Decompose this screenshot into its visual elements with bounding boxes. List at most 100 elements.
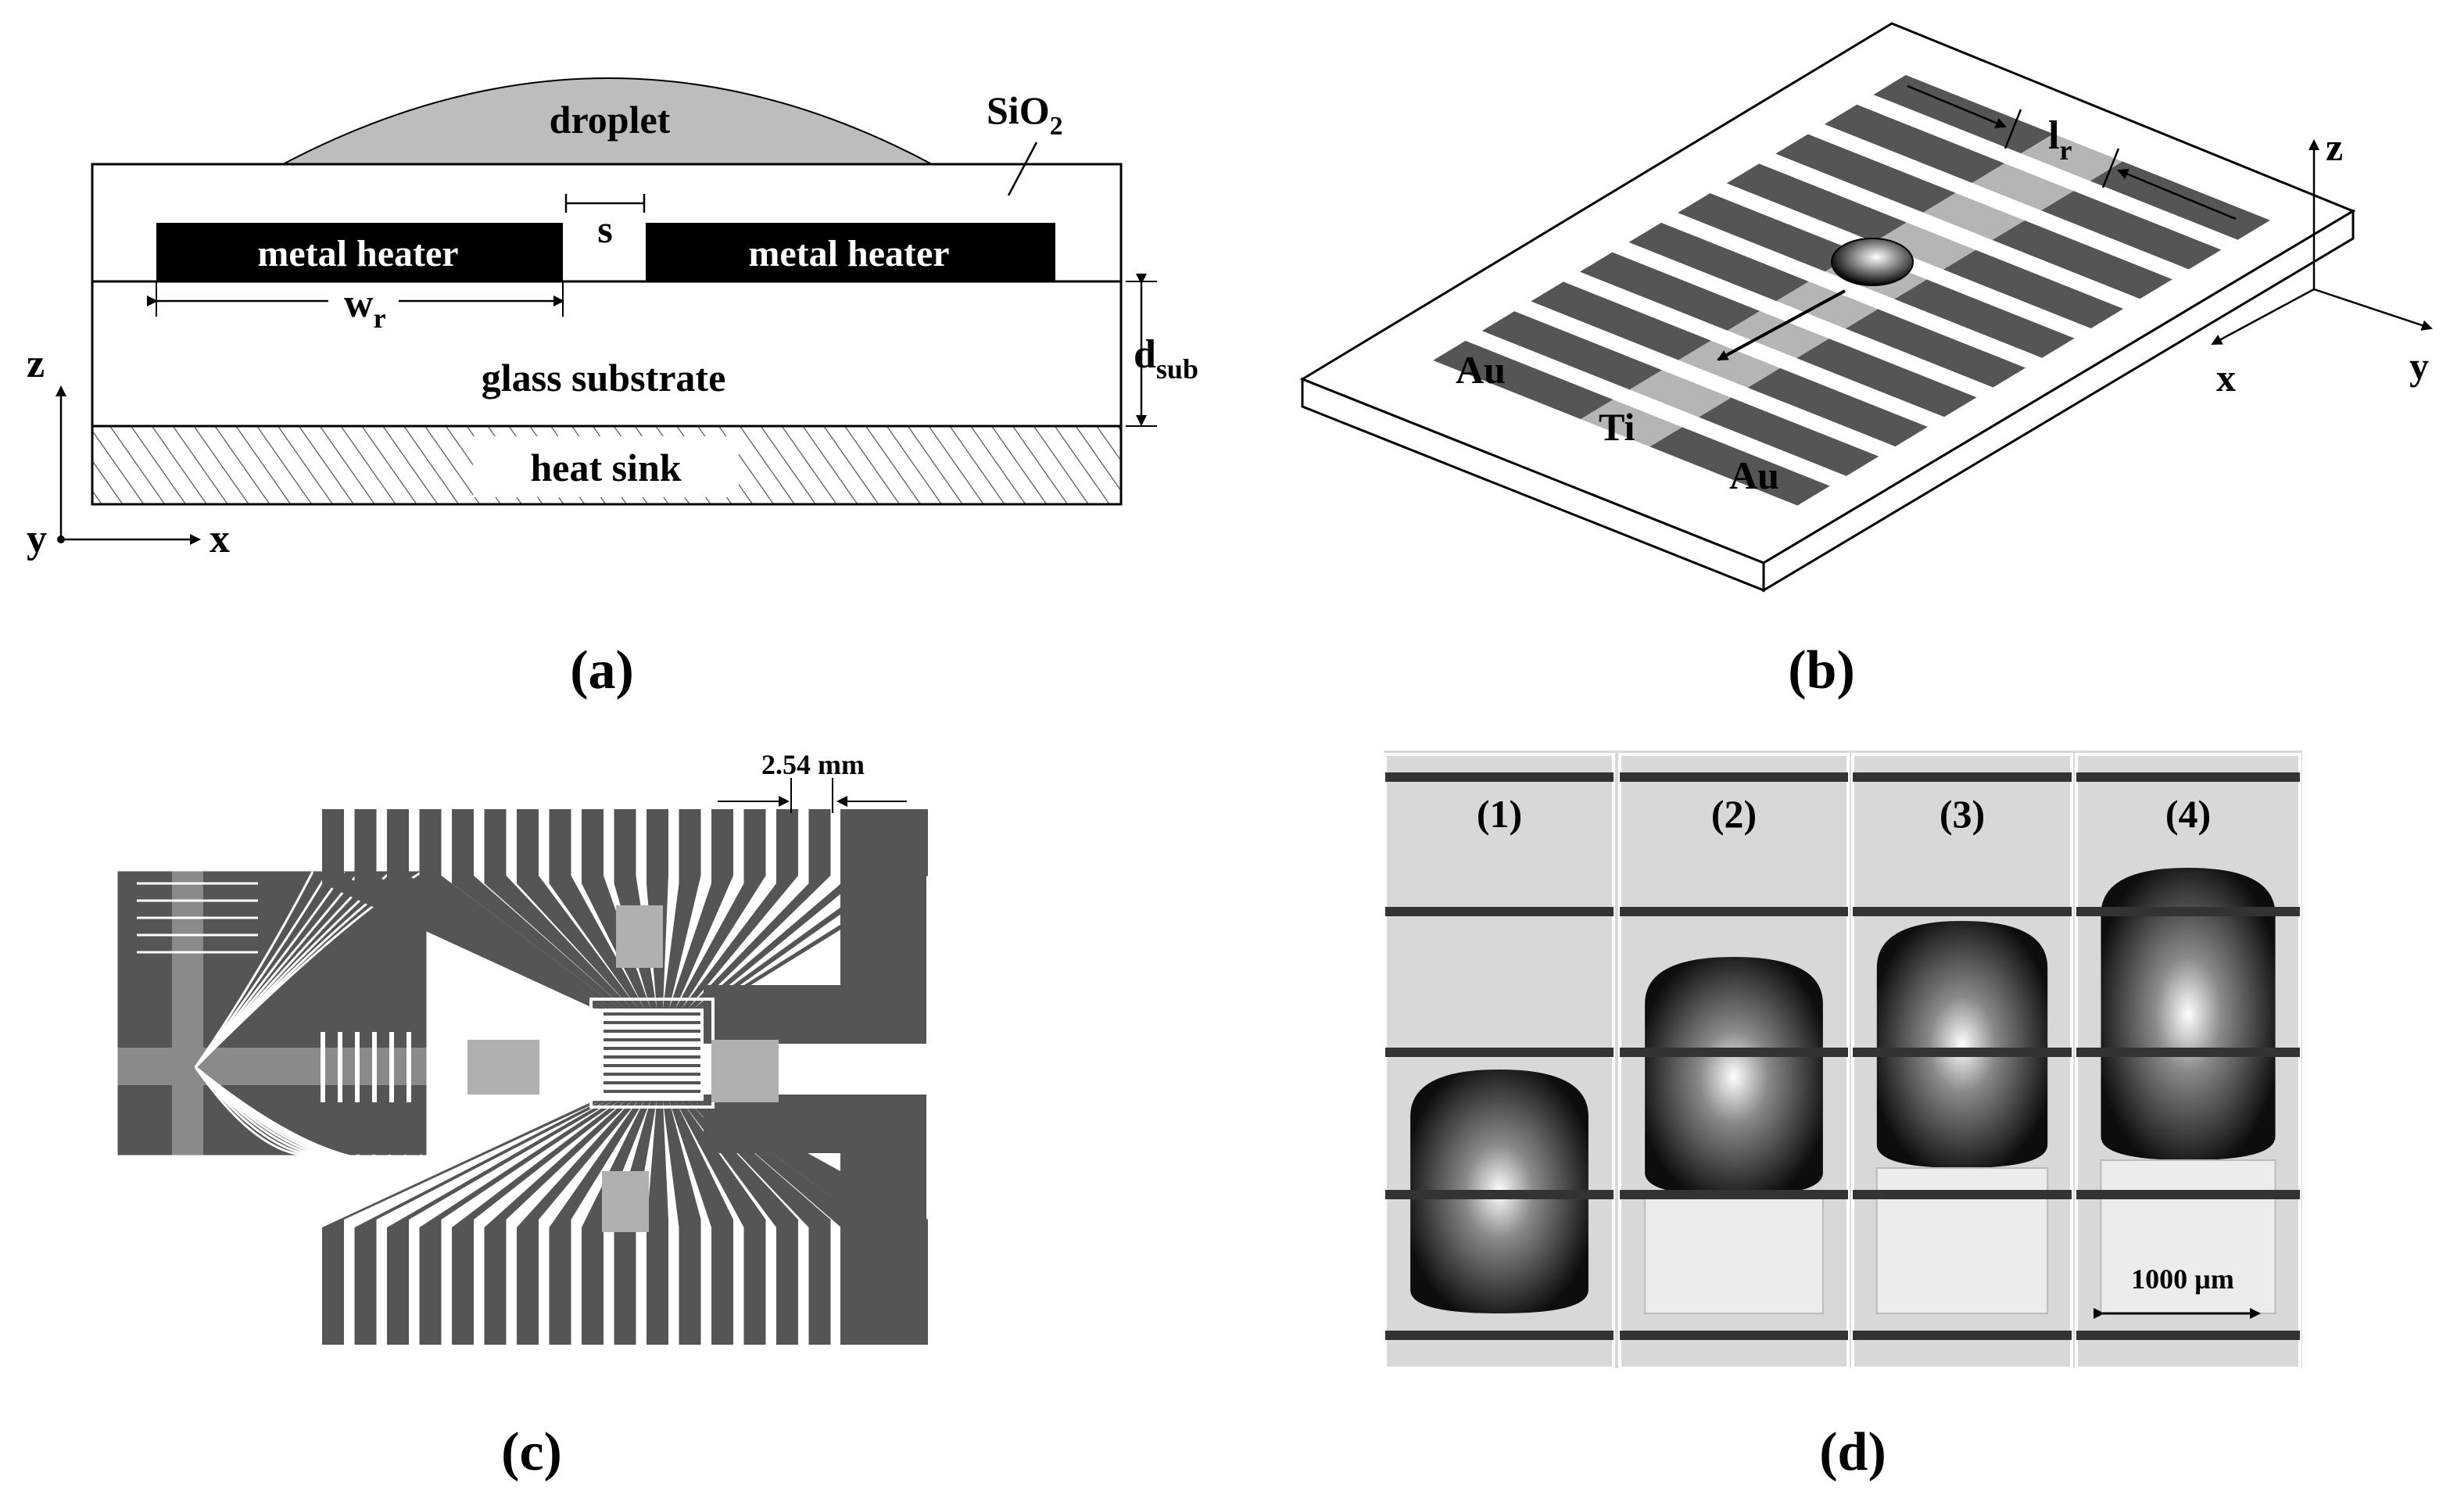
- stripe-9-seg-2: [1972, 163, 2074, 211]
- inset-finger-5: [389, 1032, 394, 1102]
- lr-dim-left: [1907, 84, 2007, 128]
- glass-substrate-label: glass substrate: [482, 356, 726, 399]
- stripe-2-seg-2: [1629, 370, 1732, 417]
- pad-right: [711, 1040, 779, 1102]
- electrode-line-2-4: [1620, 1190, 1848, 1199]
- stripe-3-seg-3: [1747, 367, 1928, 447]
- stripe-7-seg-1: [1726, 163, 1907, 242]
- top-electrode-7: [517, 809, 638, 1009]
- inset-finger-1: [321, 1032, 325, 1102]
- inset-vertical-strip: [172, 869, 203, 1157]
- glass-substrate: [91, 280, 1123, 428]
- heat-sink-label: heat sink: [530, 446, 681, 489]
- scale-label-d: 1000 µm: [2131, 1263, 2234, 1295]
- right-lead-top: [704, 985, 840, 1044]
- axis-y-label: y: [27, 517, 47, 561]
- lr-dim-right: [2117, 169, 2237, 220]
- stripe-1-seg-1: [1433, 340, 1614, 420]
- wr-label: wr: [344, 281, 386, 334]
- top-electrode-8: [549, 809, 644, 1009]
- caption-b: (b): [1788, 640, 1855, 700]
- droplet-2: [1645, 957, 1823, 1196]
- bottom-electrode-12: [663, 1101, 701, 1345]
- electrode-line-3-5: [1853, 1331, 2072, 1340]
- bottom-electrode-5: [452, 1101, 625, 1345]
- electrode-line-1-2: [1385, 907, 1614, 916]
- stripe-4-seg-3: [1796, 339, 1977, 417]
- axis-x-label: x: [210, 517, 230, 561]
- stripe-5-seg-3: [1845, 309, 2026, 388]
- center-finger-7: [604, 1064, 700, 1067]
- top-electrode-12: [663, 809, 701, 1009]
- electrode-line-1-5: [1385, 1331, 1614, 1340]
- droplet-trail-3: [1875, 1167, 2049, 1314]
- top-electrode-9: [582, 809, 650, 1009]
- inset-curve-up-2: [194, 871, 330, 1068]
- electrode-line-3-1: [1853, 772, 2072, 782]
- panel-b: lr Au Ti Au z y x (b): [1299, 22, 2433, 700]
- stripe-5-seg-1: [1628, 222, 1809, 302]
- frame-label-3: (3): [1940, 792, 1985, 836]
- top-electrode-13: [669, 809, 733, 1009]
- electrode-line-4-3: [2076, 1048, 2300, 1057]
- stripe-1-seg-2: [1580, 399, 1682, 447]
- y-axis-arrow-b: [2313, 288, 2433, 331]
- frame-label-2: (2): [1711, 792, 1757, 836]
- inset-electrodes: [116, 869, 428, 1163]
- lr-label: lr: [2048, 113, 2072, 166]
- axis-x-label-b: x: [2216, 356, 2236, 399]
- stripe-8-seg-3: [1992, 220, 2172, 299]
- stripe-5-seg-2: [1776, 281, 1879, 329]
- inset-finger-2: [338, 1032, 342, 1102]
- right-bar-top: [840, 809, 926, 1044]
- stripe-2-seg-3: [1699, 397, 1879, 476]
- inset-curve-up-1: [194, 871, 314, 1068]
- x-axis-arrow-b: [2211, 288, 2315, 346]
- center-finger-3: [604, 1030, 700, 1033]
- electrode-line-4-4: [2076, 1190, 2300, 1199]
- plate-side: [1762, 209, 2355, 593]
- stripe-8-seg-1: [1775, 134, 1956, 213]
- inset-curve-down-8: [195, 1066, 423, 1163]
- caption-c: (c): [501, 1422, 562, 1482]
- center-finger-10: [604, 1090, 700, 1093]
- stripe-6-seg-1: [1678, 193, 1858, 272]
- electrode-line-3-4: [1853, 1190, 2072, 1199]
- sio2-label: SiO2: [987, 88, 1063, 141]
- electrode-line-1-4: [1385, 1190, 1614, 1199]
- stripe-10-seg-2: [2021, 134, 2123, 181]
- pad-bottom: [602, 1171, 649, 1232]
- metal-heater-left-label: metal heater: [257, 233, 458, 274]
- inset-horizontal-strip: [116, 1048, 428, 1085]
- axis-z-label: z: [27, 342, 45, 386]
- stripe-3-seg-1: [1531, 281, 1711, 360]
- electrode-stripes: [1433, 75, 2270, 506]
- electrode-line-4-5: [2076, 1331, 2300, 1340]
- stripe-9-seg-3: [2041, 191, 2222, 270]
- top-electrode-6: [484, 809, 632, 1009]
- electrode-line-2-1: [1620, 772, 1848, 782]
- droplet-trail-2: [1644, 1195, 1824, 1314]
- center-finger-1: [604, 1012, 700, 1016]
- top-electrode-2: [354, 809, 607, 1009]
- droplet-ball: [1831, 238, 1914, 286]
- stripe-6-seg-3: [1894, 279, 2075, 358]
- center-finger-2: [604, 1021, 700, 1024]
- frame-label-1: (1): [1477, 792, 1522, 836]
- pad-left: [467, 1040, 539, 1095]
- photo-frames: (1)(2)(3)(4)1000 µm: [1384, 753, 2301, 1370]
- stripe-2-seg-1: [1481, 311, 1663, 390]
- center-finger-4: [604, 1038, 700, 1041]
- contact-pads: [467, 905, 779, 1232]
- right-lead-bottom: [704, 1095, 840, 1153]
- stripe-10-seg-1: [1873, 75, 2054, 154]
- au-label-bottom: Au: [1729, 453, 1779, 497]
- metal-heater-right-label: metal heater: [748, 233, 949, 274]
- droplet-trail-4: [2100, 1159, 2276, 1314]
- panel-d: (1)(2)(3)(4)1000 µm (d): [1384, 751, 2302, 1482]
- electrode-line-1-1: [1385, 772, 1614, 782]
- stripe-1-seg-3: [1649, 427, 1830, 506]
- bottom-electrode-13: [669, 1101, 733, 1345]
- center-finger-8: [604, 1073, 700, 1076]
- bottom-electrode-14: [675, 1101, 766, 1345]
